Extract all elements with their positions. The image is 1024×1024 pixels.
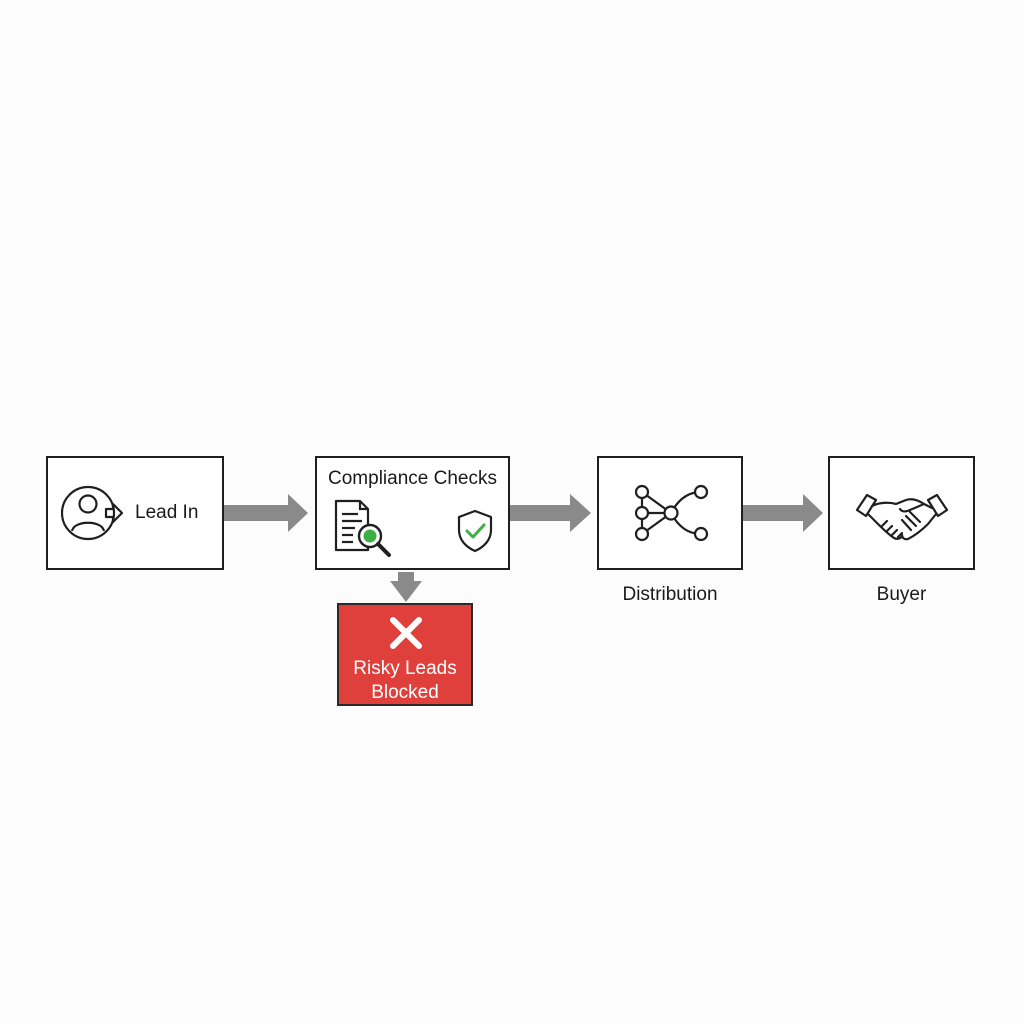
handshake-icon [855,493,949,541]
distribution-label: Distribution [622,584,718,605]
buyer-label: Buyer [876,584,927,605]
network-nodes-icon [634,484,709,542]
arrow-compliance-to-distribution [510,494,591,532]
risky-leads-blocked-node: Risky Leads Blocked [337,603,473,706]
lead-in-node: Lead In [46,456,224,570]
user-enter-icon [61,485,124,541]
x-icon [390,617,422,649]
arrow-compliance-to-blocked [390,572,422,602]
arrow-distribution-to-buyer [743,494,823,532]
risky-leads-blocked-label: Risky Leads Blocked [353,658,457,703]
lead-in-label: Lead In [135,502,199,523]
compliance-checks-label: Compliance Checks [328,468,497,489]
document-search-icon [334,499,391,557]
arrow-lead-to-compliance [224,494,308,532]
compliance-checks-node: Compliance Checks [315,456,510,570]
shield-check-icon [457,509,493,553]
distribution-node [597,456,743,570]
buyer-node [828,456,975,570]
